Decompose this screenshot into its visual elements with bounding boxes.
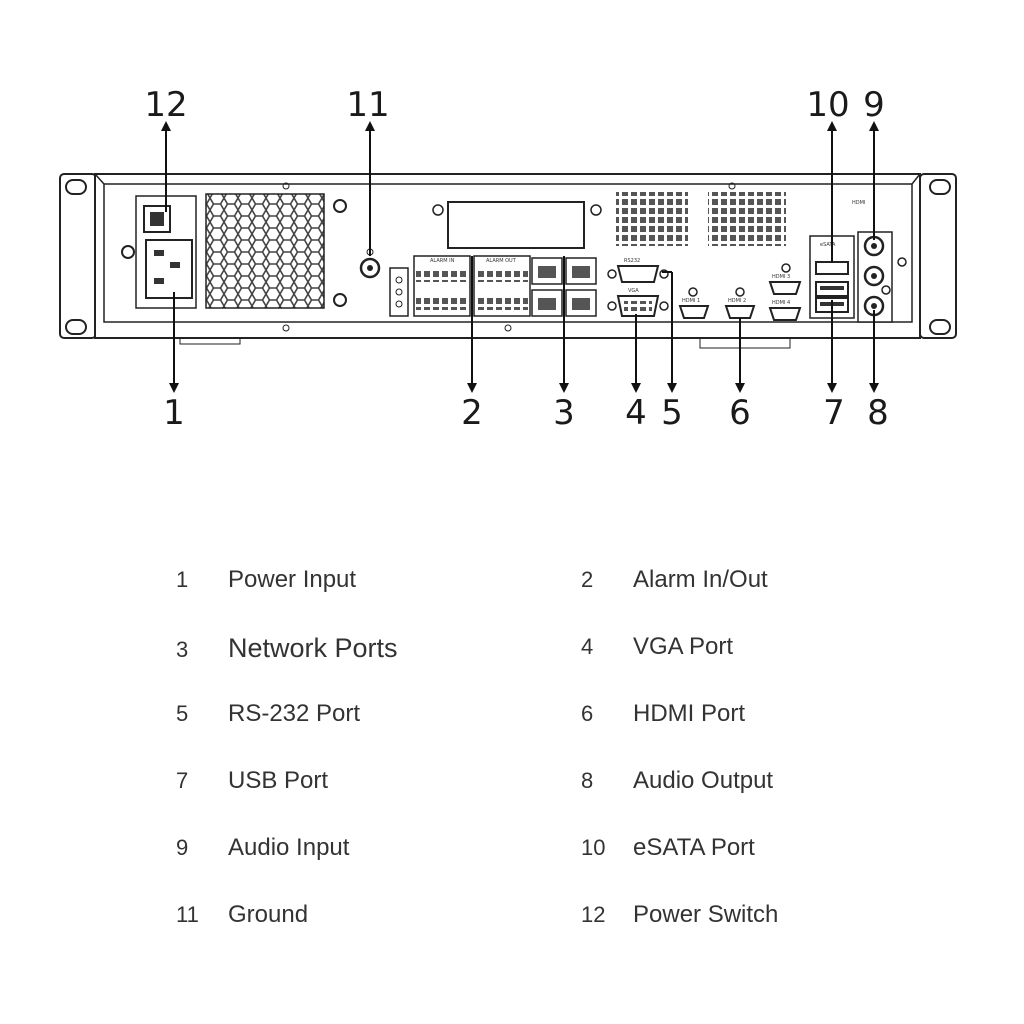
hdmi-ports: HDMI 1 HDMI 2 HDMI 3 HDMI 4 [678, 263, 802, 321]
callout-5: 5 [661, 393, 683, 433]
rear-panel-diagram: ALARM IN ALARM OUT RS232 VGA [59, 85, 957, 433]
legend-item: 12 Power Switch [581, 901, 841, 929]
legend-item: 11 Ground [176, 901, 581, 929]
rack-ear-right [919, 173, 957, 339]
callout-7: 7 [823, 393, 845, 433]
legend-number: 12 [581, 902, 606, 927]
legend-label: RS-232 Port [228, 700, 361, 727]
hdmi-4-label: HDMI 4 [772, 300, 790, 306]
alarm-terminals: ALARM IN ALARM OUT [389, 255, 531, 317]
blank-plate [432, 201, 602, 249]
legend-item: 2 Alarm In/Out [581, 566, 841, 594]
rack-ear-left [59, 173, 97, 339]
callout-11: 11 [346, 85, 389, 125]
legend-row: 5 RS-232 Port 6 HDMI Port [176, 700, 856, 767]
rs232-label: RS232 [624, 258, 640, 264]
hdmi-1-label: HDMI 1 [682, 298, 700, 304]
legend-number: 10 [581, 835, 606, 860]
vga-label: VGA [628, 288, 639, 294]
callout-3: 3 [553, 393, 575, 433]
legend-row: 11 Ground 12 Power Switch [176, 901, 856, 968]
alarm-out-label: ALARM OUT [486, 258, 517, 264]
fan-grille [205, 193, 347, 309]
legend-item: 1 Power Input [176, 566, 581, 594]
legend-item: 3 Network Ports [176, 633, 581, 664]
callout-8: 8 [867, 393, 889, 433]
legend-row: 7 USB Port 8 Audio Output [176, 767, 856, 834]
esata-label: eSATA [820, 242, 836, 248]
legend-label: eSATA Port [633, 834, 755, 861]
legend-label: USB Port [228, 767, 329, 794]
callout-9: 9 [863, 85, 885, 125]
network-ports [531, 257, 597, 317]
vga-port: VGA [607, 288, 669, 317]
ground-screw [359, 248, 381, 279]
rs232-port: RS232 [607, 258, 669, 283]
legend-item: 6 HDMI Port [581, 700, 841, 728]
legend-label: Alarm In/Out [633, 566, 768, 593]
callout-4: 4 [625, 393, 647, 433]
legend-label: VGA Port [633, 633, 734, 660]
legend-row: 3 Network Ports 4 VGA Port [176, 633, 856, 700]
legend-number: 1 [176, 567, 189, 592]
power-supply-module [121, 195, 197, 309]
legend-label: Power Input [228, 566, 357, 593]
legend-item: 7 USB Port [176, 767, 581, 795]
legend-number: 2 [581, 567, 594, 592]
legend-label: Ground [228, 901, 309, 928]
hdmi-logo: HDMI [852, 200, 865, 206]
legend-row: 9 Audio Input 10 eSATA Port [176, 834, 856, 901]
legend-number: 3 [176, 637, 189, 662]
legend-item: 9 Audio Input [176, 834, 581, 862]
callout-6: 6 [729, 393, 751, 433]
callout-10: 10 [806, 85, 849, 125]
legend-item: 4 VGA Port [581, 633, 841, 661]
legend-label: HDMI Port [633, 700, 746, 727]
legend-number: 9 [176, 835, 189, 860]
legend: 1 Power Input 2 Alarm In/Out 3 Network P… [176, 566, 856, 968]
legend-number: 8 [581, 768, 594, 793]
hdmi-3-label: HDMI 3 [772, 274, 790, 280]
legend-label: Network Ports [228, 633, 398, 663]
legend-row: 1 Power Input 2 Alarm In/Out [176, 566, 856, 633]
legend-number: 4 [581, 634, 594, 659]
legend-label: Audio Output [633, 767, 774, 794]
legend-number: 5 [176, 701, 189, 726]
legend-item: 8 Audio Output [581, 767, 841, 795]
ventilation [616, 192, 786, 246]
legend-label: Power Switch [633, 901, 779, 928]
legend-number: 7 [176, 768, 189, 793]
legend-number: 11 [176, 902, 199, 927]
callout-leaders [161, 121, 879, 393]
callout-2: 2 [461, 393, 483, 433]
legend-item: 10 eSATA Port [581, 834, 841, 862]
alarm-in-label: ALARM IN [430, 258, 455, 264]
legend-item: 5 RS-232 Port [176, 700, 581, 728]
legend-label: Audio Input [228, 834, 350, 861]
legend-number: 6 [581, 701, 594, 726]
hdmi-2-label: HDMI 2 [728, 298, 746, 304]
callout-1: 1 [163, 393, 185, 433]
callout-12: 12 [144, 85, 187, 125]
